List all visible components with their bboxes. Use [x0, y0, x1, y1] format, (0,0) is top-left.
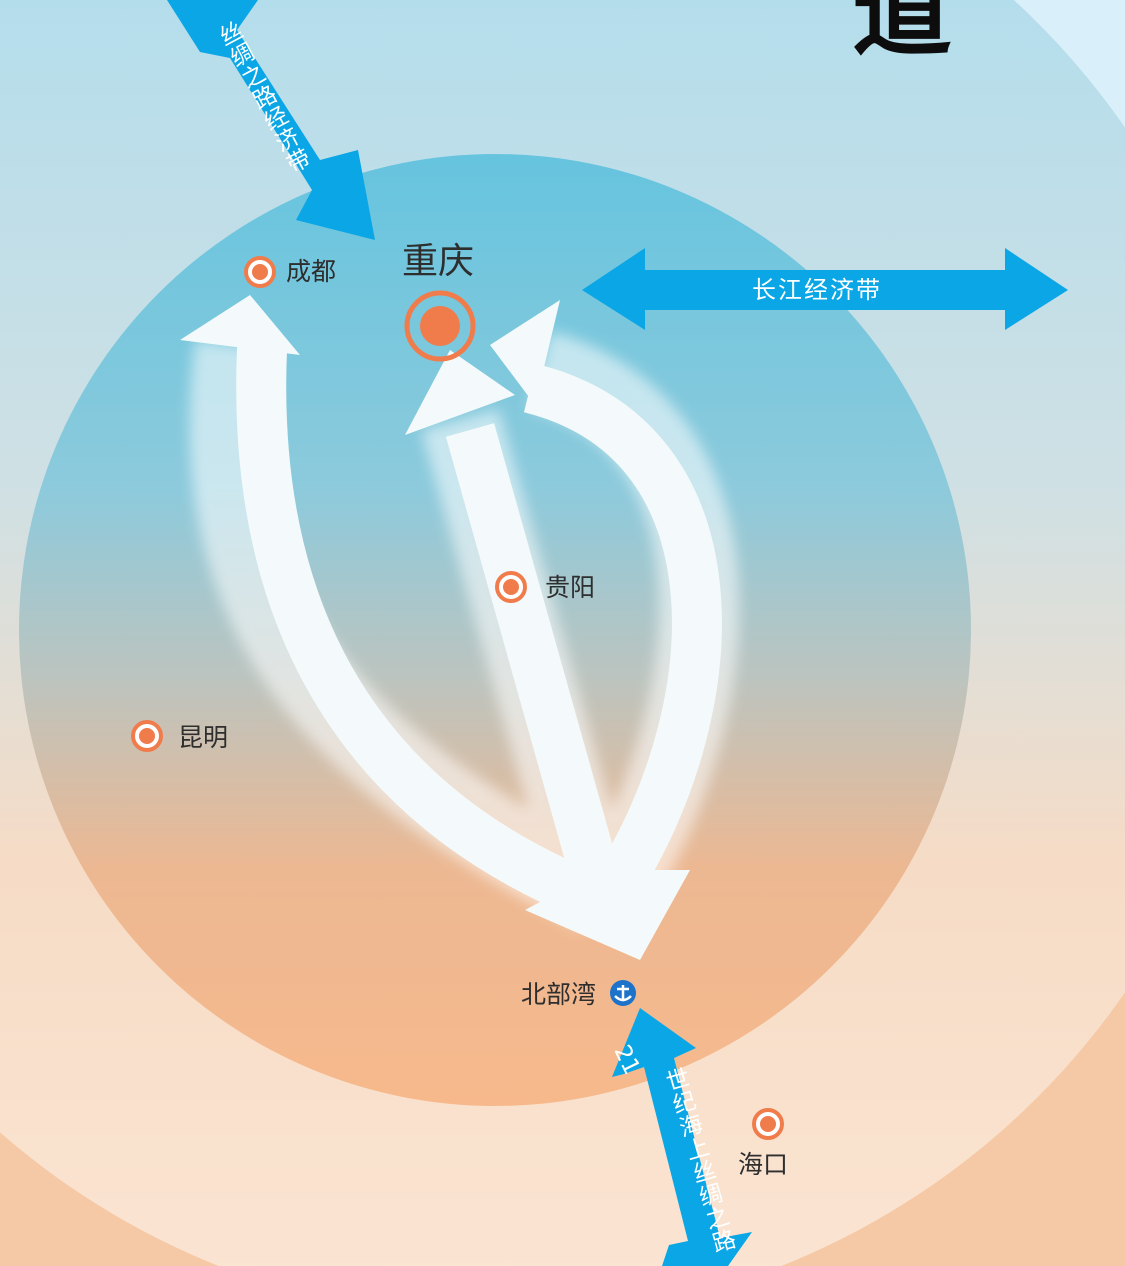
chongqing-marker [404, 290, 476, 362]
yangtze-belt-arrow [582, 248, 1068, 330]
silk-road-belt-arrow [167, 0, 375, 240]
kunming-marker [131, 720, 163, 752]
city-label-kunming: 昆明 [178, 723, 229, 752]
double-arrow-icon [582, 248, 1068, 330]
curved-arrow-icon [525, 870, 690, 960]
curved-arrow-icon [405, 350, 515, 435]
chengdu-marker [244, 256, 276, 288]
city-label-haikou: 海口 [738, 1150, 789, 1179]
anchor-icon [610, 980, 636, 1006]
heading-character: 道 [852, 0, 952, 70]
double-arrow-icon [167, 0, 375, 240]
guiyang-marker [495, 571, 527, 603]
city-label-guiyang: 贵阳 [545, 573, 596, 602]
yangtze-belt-label: 长江经济带 [752, 276, 882, 304]
haikou-marker [752, 1108, 784, 1140]
flow-arrows [180, 295, 722, 960]
curved-arrow-icon [523, 363, 722, 894]
curved-arrow-icon [445, 423, 620, 882]
city-label-chongqing: 重庆 [402, 241, 475, 282]
curved-arrow-icon [236, 325, 637, 930]
curved-arrow-icon [180, 295, 300, 355]
curved-arrow-icon [490, 300, 560, 405]
double-arrow-icon [612, 1008, 752, 1266]
maritime-silk-road-arrow [612, 1008, 752, 1266]
city-label-beibuwan: 北部湾 [521, 980, 597, 1009]
city-label-chengdu: 成都 [286, 257, 337, 286]
